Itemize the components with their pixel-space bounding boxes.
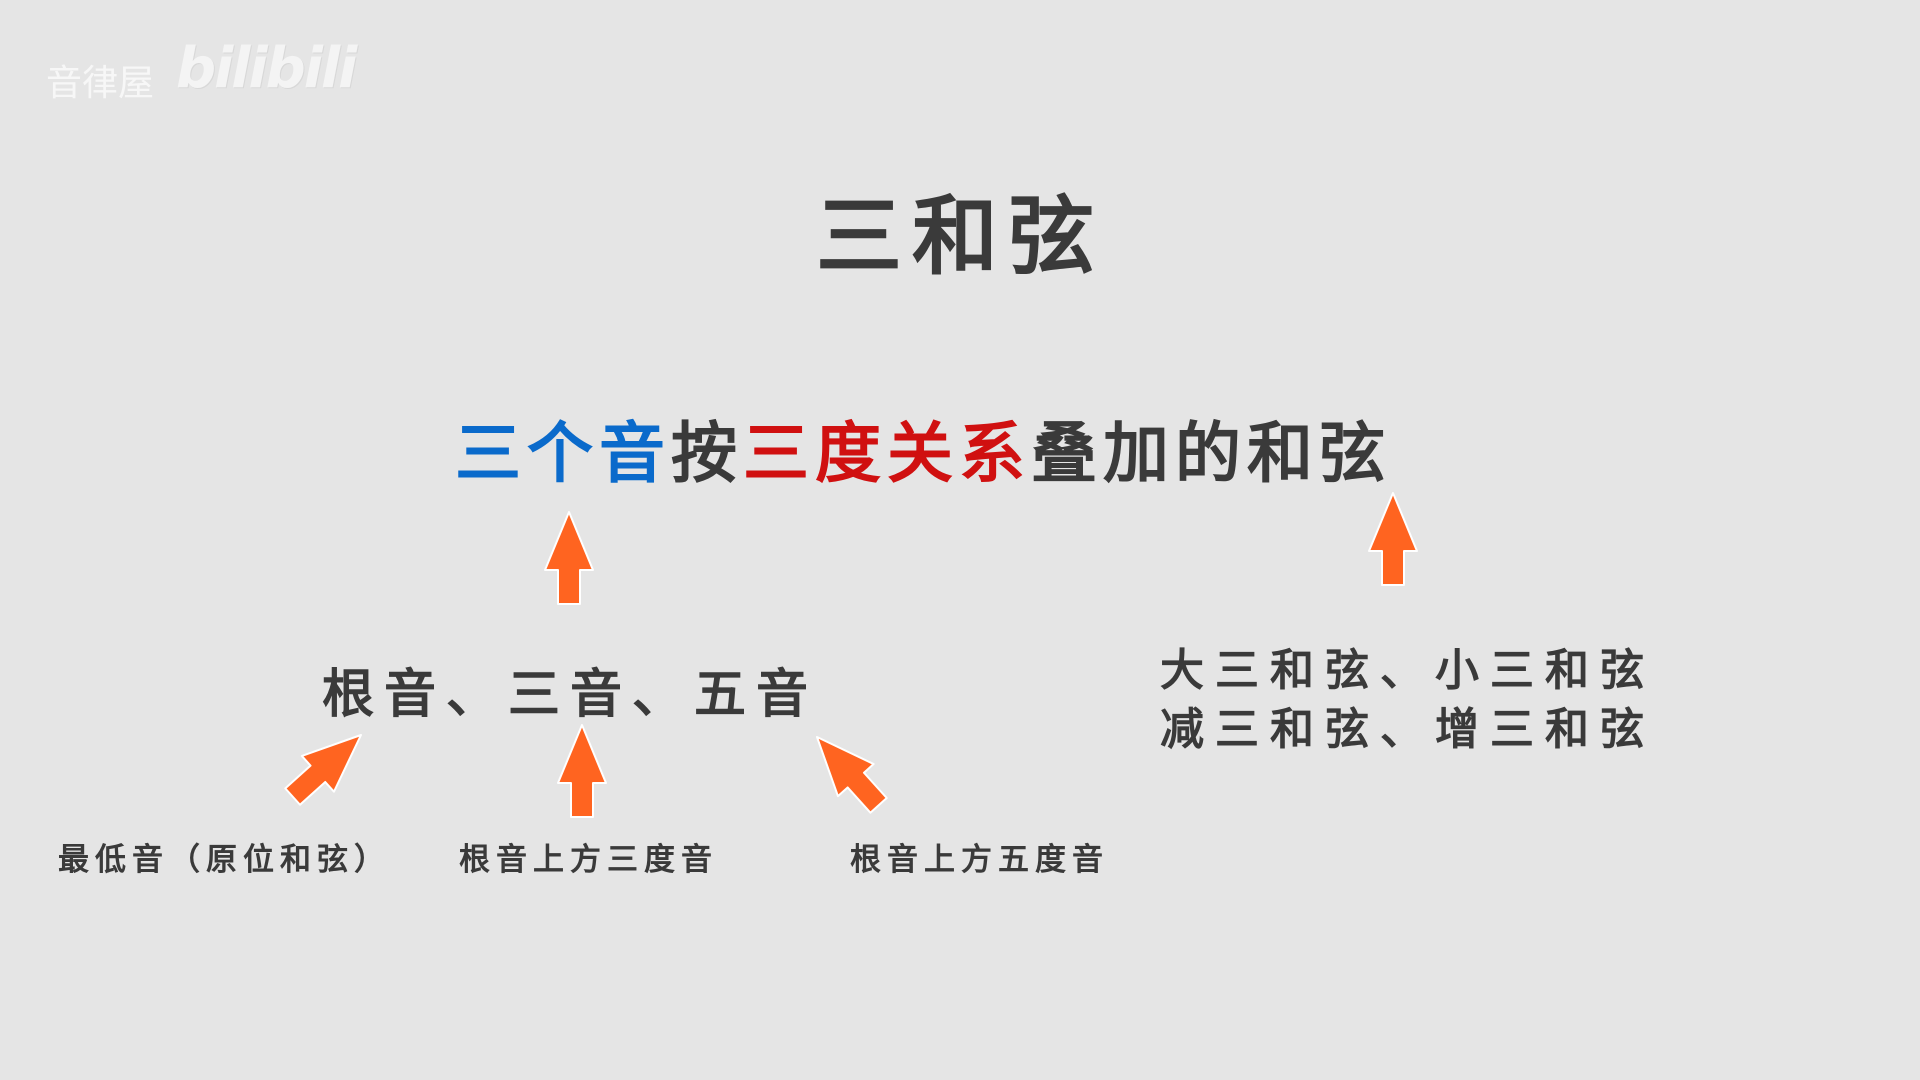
definition-third-relation: 三度关系 [743, 415, 1031, 492]
label-third: 根音上方三度音 [459, 842, 718, 878]
arrow-up-left-icon [798, 719, 898, 823]
chord-types-line-1: 大三和弦、小三和弦 [1160, 645, 1655, 696]
definition-by: 按 [671, 415, 743, 492]
bilibili-logo: bilibili [176, 36, 357, 101]
slide-title: 三和弦 [816, 187, 1104, 287]
label-root: 最低音（原位和弦） [58, 842, 391, 878]
chord-tones: 根音、三音、五音 [322, 665, 819, 725]
definition-line: 三个音按三度关系叠加的和弦 [455, 400, 1391, 496]
arrow-up-icon [544, 511, 594, 605]
definition-stacked-chord: 叠加的和弦 [1031, 415, 1391, 492]
arrow-up-icon [557, 724, 607, 818]
chord-types-line-2: 减三和弦、增三和弦 [1160, 704, 1655, 755]
label-fifth: 根音上方五度音 [850, 842, 1109, 878]
arrow-up-icon [1368, 492, 1418, 586]
arrow-up-right-icon [275, 716, 379, 816]
channel-watermark: 音律屋 [46, 63, 155, 104]
definition-three-notes: 三个音 [455, 415, 671, 492]
